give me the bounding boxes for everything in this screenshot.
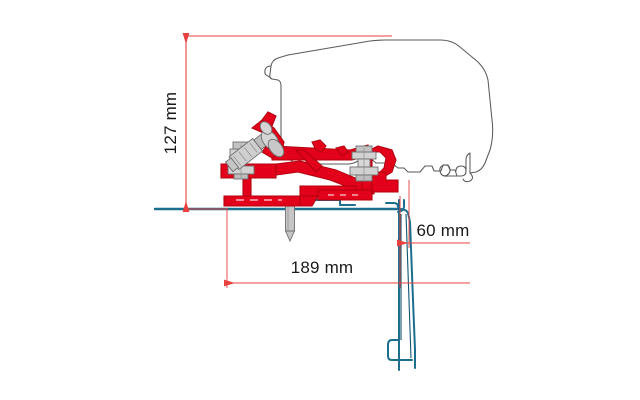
dimension-60mm: 60 mm	[397, 180, 470, 248]
bolt-stack-right	[349, 145, 379, 182]
dimension-189mm-label: 189 mm	[291, 258, 354, 277]
dimension-127mm-label: 127 mm	[161, 92, 180, 155]
dimension-60mm-label: 60 mm	[417, 221, 470, 240]
dimension-189mm-arrow-left	[224, 279, 235, 287]
dimension-127mm-arrow-bottom	[182, 201, 190, 212]
dimension-127mm: 127 mm	[161, 33, 392, 212]
dimension-60mm-arrow-left	[397, 239, 408, 247]
dimension-189mm: 189 mm	[224, 196, 470, 288]
pivot-bolt	[224, 133, 269, 173]
dimension-127mm-arrow-top	[182, 33, 190, 44]
adapter-bracket	[220, 111, 399, 207]
pivot-washers	[259, 121, 285, 158]
